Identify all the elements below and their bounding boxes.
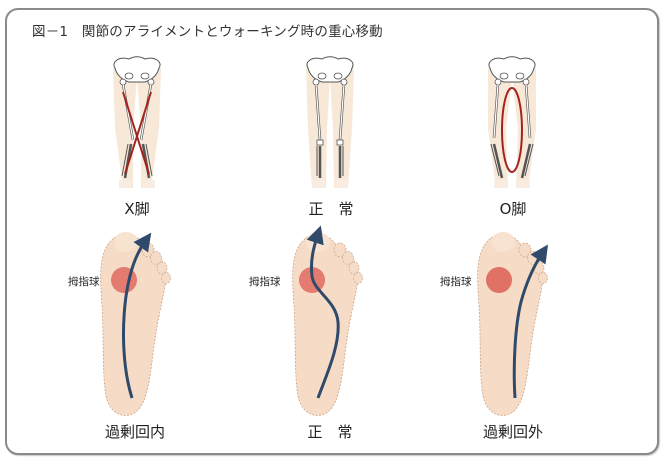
overpronation-foot-illustration <box>100 231 171 416</box>
x-leg-illustration <box>113 56 161 188</box>
normal-leg-illustration <box>306 56 354 188</box>
oversupination-ball-label: 拇指球 <box>440 276 472 288</box>
normal-ball-label: 拇指球 <box>249 276 281 288</box>
oversupination-label: 過剰回外 <box>482 423 544 441</box>
normal-leg-label: 正 常 <box>308 200 354 218</box>
x-leg-label: X脚 <box>124 200 150 218</box>
oversupination-foot-illustration <box>477 231 548 416</box>
normal-foot-illustration <box>292 225 363 416</box>
figure-title: 図－1 関節のアライメントとウォーキング時の重心移動 <box>32 24 383 40</box>
o-leg-illustration <box>488 56 536 188</box>
overpronation-label: 過剰回内 <box>104 423 166 441</box>
o-leg-label: O脚 <box>499 200 527 218</box>
overpronation-ball-label: 拇指球 <box>68 276 100 288</box>
normal-foot-label: 正 常 <box>307 423 353 441</box>
